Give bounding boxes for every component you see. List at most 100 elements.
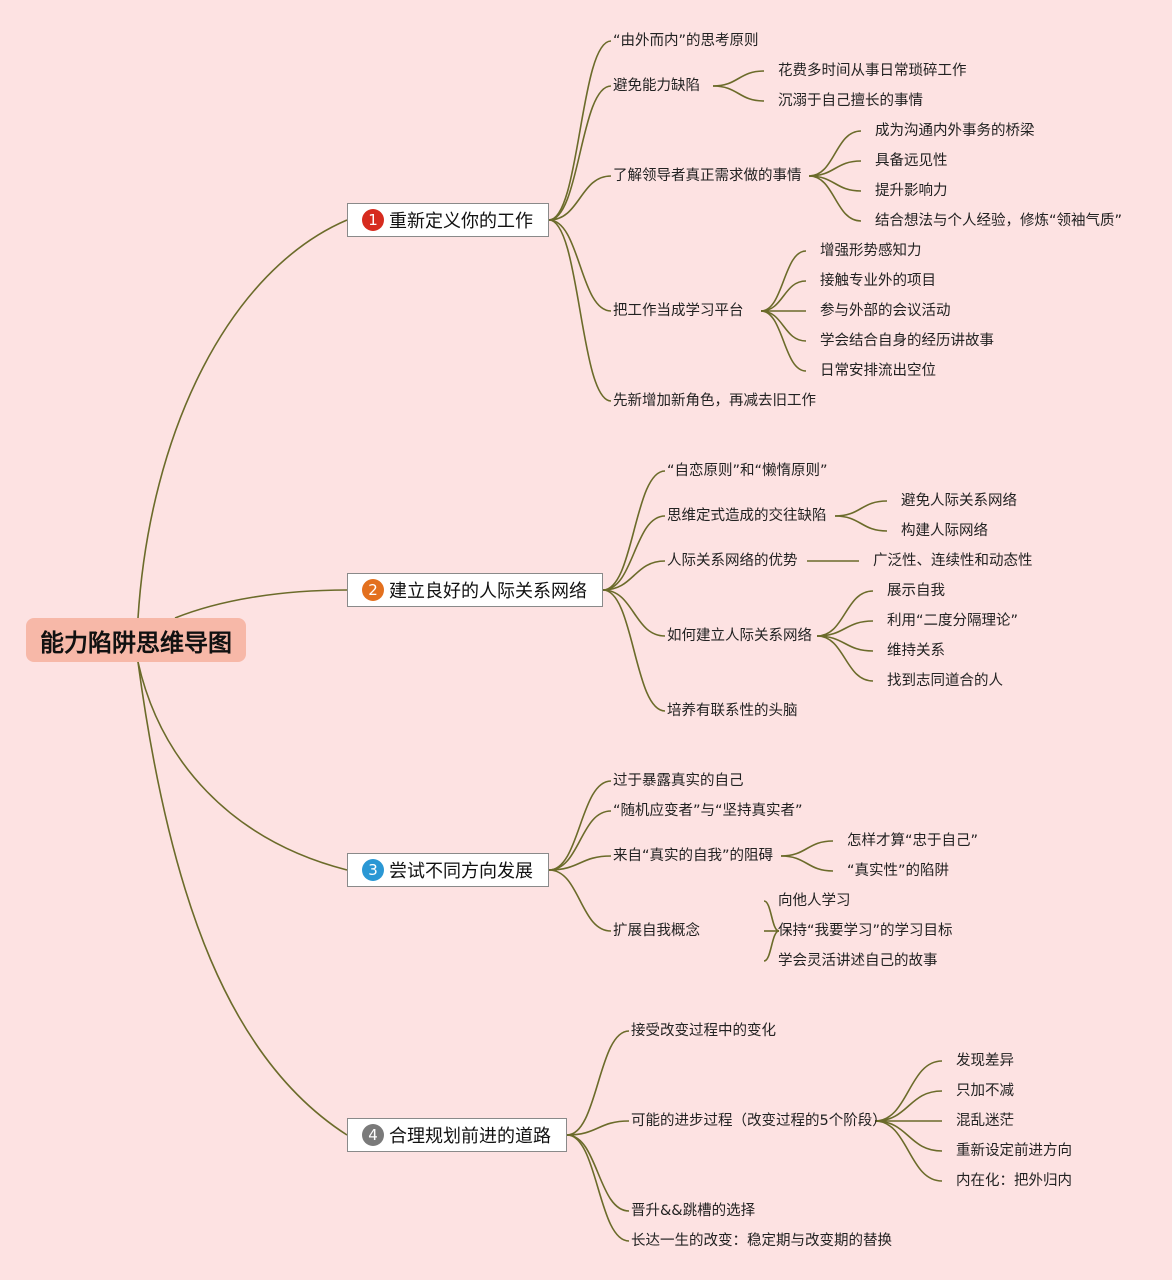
sublink-1-3-1 bbox=[808, 130, 862, 177]
link-3-3 bbox=[548, 855, 612, 871]
link-2-2 bbox=[602, 515, 666, 591]
link-2-3 bbox=[602, 560, 666, 591]
subtopic-item: 增强形势感知力 bbox=[820, 243, 922, 259]
link-1-5 bbox=[548, 219, 612, 402]
sublink-4-2-1 bbox=[874, 1060, 943, 1122]
sublink-1-4-2 bbox=[760, 280, 807, 312]
topic-item: 人际关系网络的优势 bbox=[667, 553, 798, 569]
sublink-4-2-2 bbox=[874, 1090, 943, 1122]
topic-item: 长达一生的改变：稳定期与改变期的替换 bbox=[631, 1233, 892, 1249]
topic-item: 把工作当成学习平台 bbox=[613, 303, 744, 319]
subtopic-item: 具备远见性 bbox=[875, 153, 948, 169]
subtopic-item: “真实性”的陷阱 bbox=[847, 863, 950, 879]
link-4-1 bbox=[566, 1030, 630, 1136]
root-link-1 bbox=[137, 219, 348, 619]
number-badge: 2 bbox=[362, 579, 384, 601]
subtopic-item: 混乱迷茫 bbox=[956, 1113, 1014, 1129]
sublink-1-4-5 bbox=[760, 310, 807, 372]
sublink-3-3-2 bbox=[780, 855, 834, 872]
topic-item: 可能的进步过程（改变过程的5个阶段） bbox=[631, 1113, 887, 1129]
topic-item: 了解领导者真正需求做的事情 bbox=[613, 168, 802, 184]
sublink-3-4-1 bbox=[763, 900, 780, 932]
root-link-3 bbox=[137, 661, 348, 871]
link-3-4 bbox=[548, 869, 612, 932]
topic-item: 过于暴露真实的自己 bbox=[613, 773, 744, 789]
subtopic-item: 沉溺于自己擅长的事情 bbox=[778, 93, 923, 109]
subtopic-item: 重新设定前进方向 bbox=[956, 1143, 1072, 1159]
sublink-2-2-2 bbox=[834, 515, 888, 532]
subtopic-item: 展示自我 bbox=[887, 583, 945, 599]
branch-label: 尝试不同方向发展 bbox=[389, 861, 533, 882]
subtopic-item: 维持关系 bbox=[887, 643, 945, 659]
subtopic-item: 学会结合自身的经历讲故事 bbox=[820, 333, 994, 349]
topic-item: 先新增加新角色，再减去旧工作 bbox=[613, 393, 816, 409]
sublink-2-4-4 bbox=[816, 635, 874, 682]
subtopic-item: 花费多时间从事日常琐碎工作 bbox=[778, 63, 967, 79]
sublink-1-4-1 bbox=[760, 250, 807, 312]
subtopic-item: 构建人际网络 bbox=[901, 523, 988, 539]
root-link-2 bbox=[174, 589, 348, 619]
link-3-1 bbox=[548, 780, 612, 871]
link-4-2 bbox=[566, 1120, 630, 1136]
subtopic-item: 接触专业外的项目 bbox=[820, 273, 936, 289]
sublink-4-2-4 bbox=[874, 1120, 943, 1152]
number-badge: 4 bbox=[362, 1124, 384, 1146]
subtopic-item: 避免人际关系网络 bbox=[901, 493, 1017, 509]
branch-label: 合理规划前进的道路 bbox=[389, 1126, 551, 1147]
root-title: 能力陷阱思维导图 bbox=[26, 618, 246, 662]
subtopic-item: 参与外部的会议活动 bbox=[820, 303, 951, 319]
subtopic-item: 只加不减 bbox=[956, 1083, 1014, 1099]
topic-item: 晋升&&跳槽的选择 bbox=[631, 1203, 756, 1219]
sublink-1-4-4 bbox=[760, 310, 807, 342]
topic-item: 接受改变过程中的变化 bbox=[631, 1023, 776, 1039]
topic-item: “自恋原则”和“懒惰原则” bbox=[667, 463, 828, 479]
branch-label: 重新定义你的工作 bbox=[389, 211, 533, 232]
subtopic-item: 怎样才算“忠于自己” bbox=[847, 833, 979, 849]
topic-item: 扩展自我概念 bbox=[613, 923, 700, 939]
sublink-1-3-4 bbox=[808, 175, 862, 222]
sublink-1-2-2 bbox=[712, 85, 765, 102]
link-2-1 bbox=[602, 470, 666, 591]
topic-item: “由外而内”的思考原则 bbox=[613, 33, 759, 49]
subtopic-item: 提升影响力 bbox=[875, 183, 948, 199]
root-link-4 bbox=[137, 661, 348, 1136]
topic-item: 如何建立人际关系网络 bbox=[667, 628, 812, 644]
subtopic-item: 利用“二度分隔理论” bbox=[887, 613, 1019, 629]
link-1-3 bbox=[548, 175, 612, 221]
sublink-3-3-1 bbox=[780, 840, 834, 857]
sublink-4-2-5 bbox=[874, 1120, 943, 1182]
link-1-1 bbox=[548, 40, 612, 221]
link-3-2 bbox=[548, 810, 612, 871]
subtopic-item: 结合想法与个人经验，修炼“领袖气质” bbox=[875, 213, 1123, 229]
link-1-2 bbox=[548, 85, 612, 221]
topic-item: 来自“真实的自我”的阻碍 bbox=[613, 848, 774, 864]
subtopic-item: 学会灵活讲述自己的故事 bbox=[778, 953, 938, 969]
subtopic-item: 向他人学习 bbox=[778, 893, 851, 909]
topic-item: “随机应变者”与“坚持真实者” bbox=[613, 803, 803, 819]
link-2-5 bbox=[602, 589, 666, 712]
topic-item: 培养有联系性的头脑 bbox=[667, 703, 798, 719]
topic-item: 避免能力缺陷 bbox=[613, 78, 700, 94]
link-4-4 bbox=[566, 1134, 630, 1242]
link-4-3 bbox=[566, 1134, 630, 1212]
subtopic-item: 广泛性、连续性和动态性 bbox=[873, 553, 1033, 569]
number-badge: 1 bbox=[362, 209, 384, 231]
number-badge: 3 bbox=[362, 859, 384, 881]
sublink-2-2-1 bbox=[834, 500, 888, 517]
subtopic-item: 发现差异 bbox=[956, 1053, 1014, 1069]
topic-item: 思维定式造成的交往缺陷 bbox=[667, 508, 827, 524]
subtopic-item: 找到志同道合的人 bbox=[887, 673, 1003, 689]
sublink-2-4-1 bbox=[816, 590, 874, 637]
link-2-4 bbox=[602, 589, 666, 637]
branch-label: 建立良好的人际关系网络 bbox=[389, 581, 587, 602]
subtopic-item: 保持“我要学习”的学习目标 bbox=[778, 923, 953, 939]
subtopic-item: 成为沟通内外事务的桥梁 bbox=[875, 123, 1035, 139]
sublink-3-4-3 bbox=[763, 930, 780, 962]
subtopic-item: 内在化：把外归内 bbox=[956, 1173, 1072, 1189]
sublink-1-2-1 bbox=[712, 70, 765, 87]
